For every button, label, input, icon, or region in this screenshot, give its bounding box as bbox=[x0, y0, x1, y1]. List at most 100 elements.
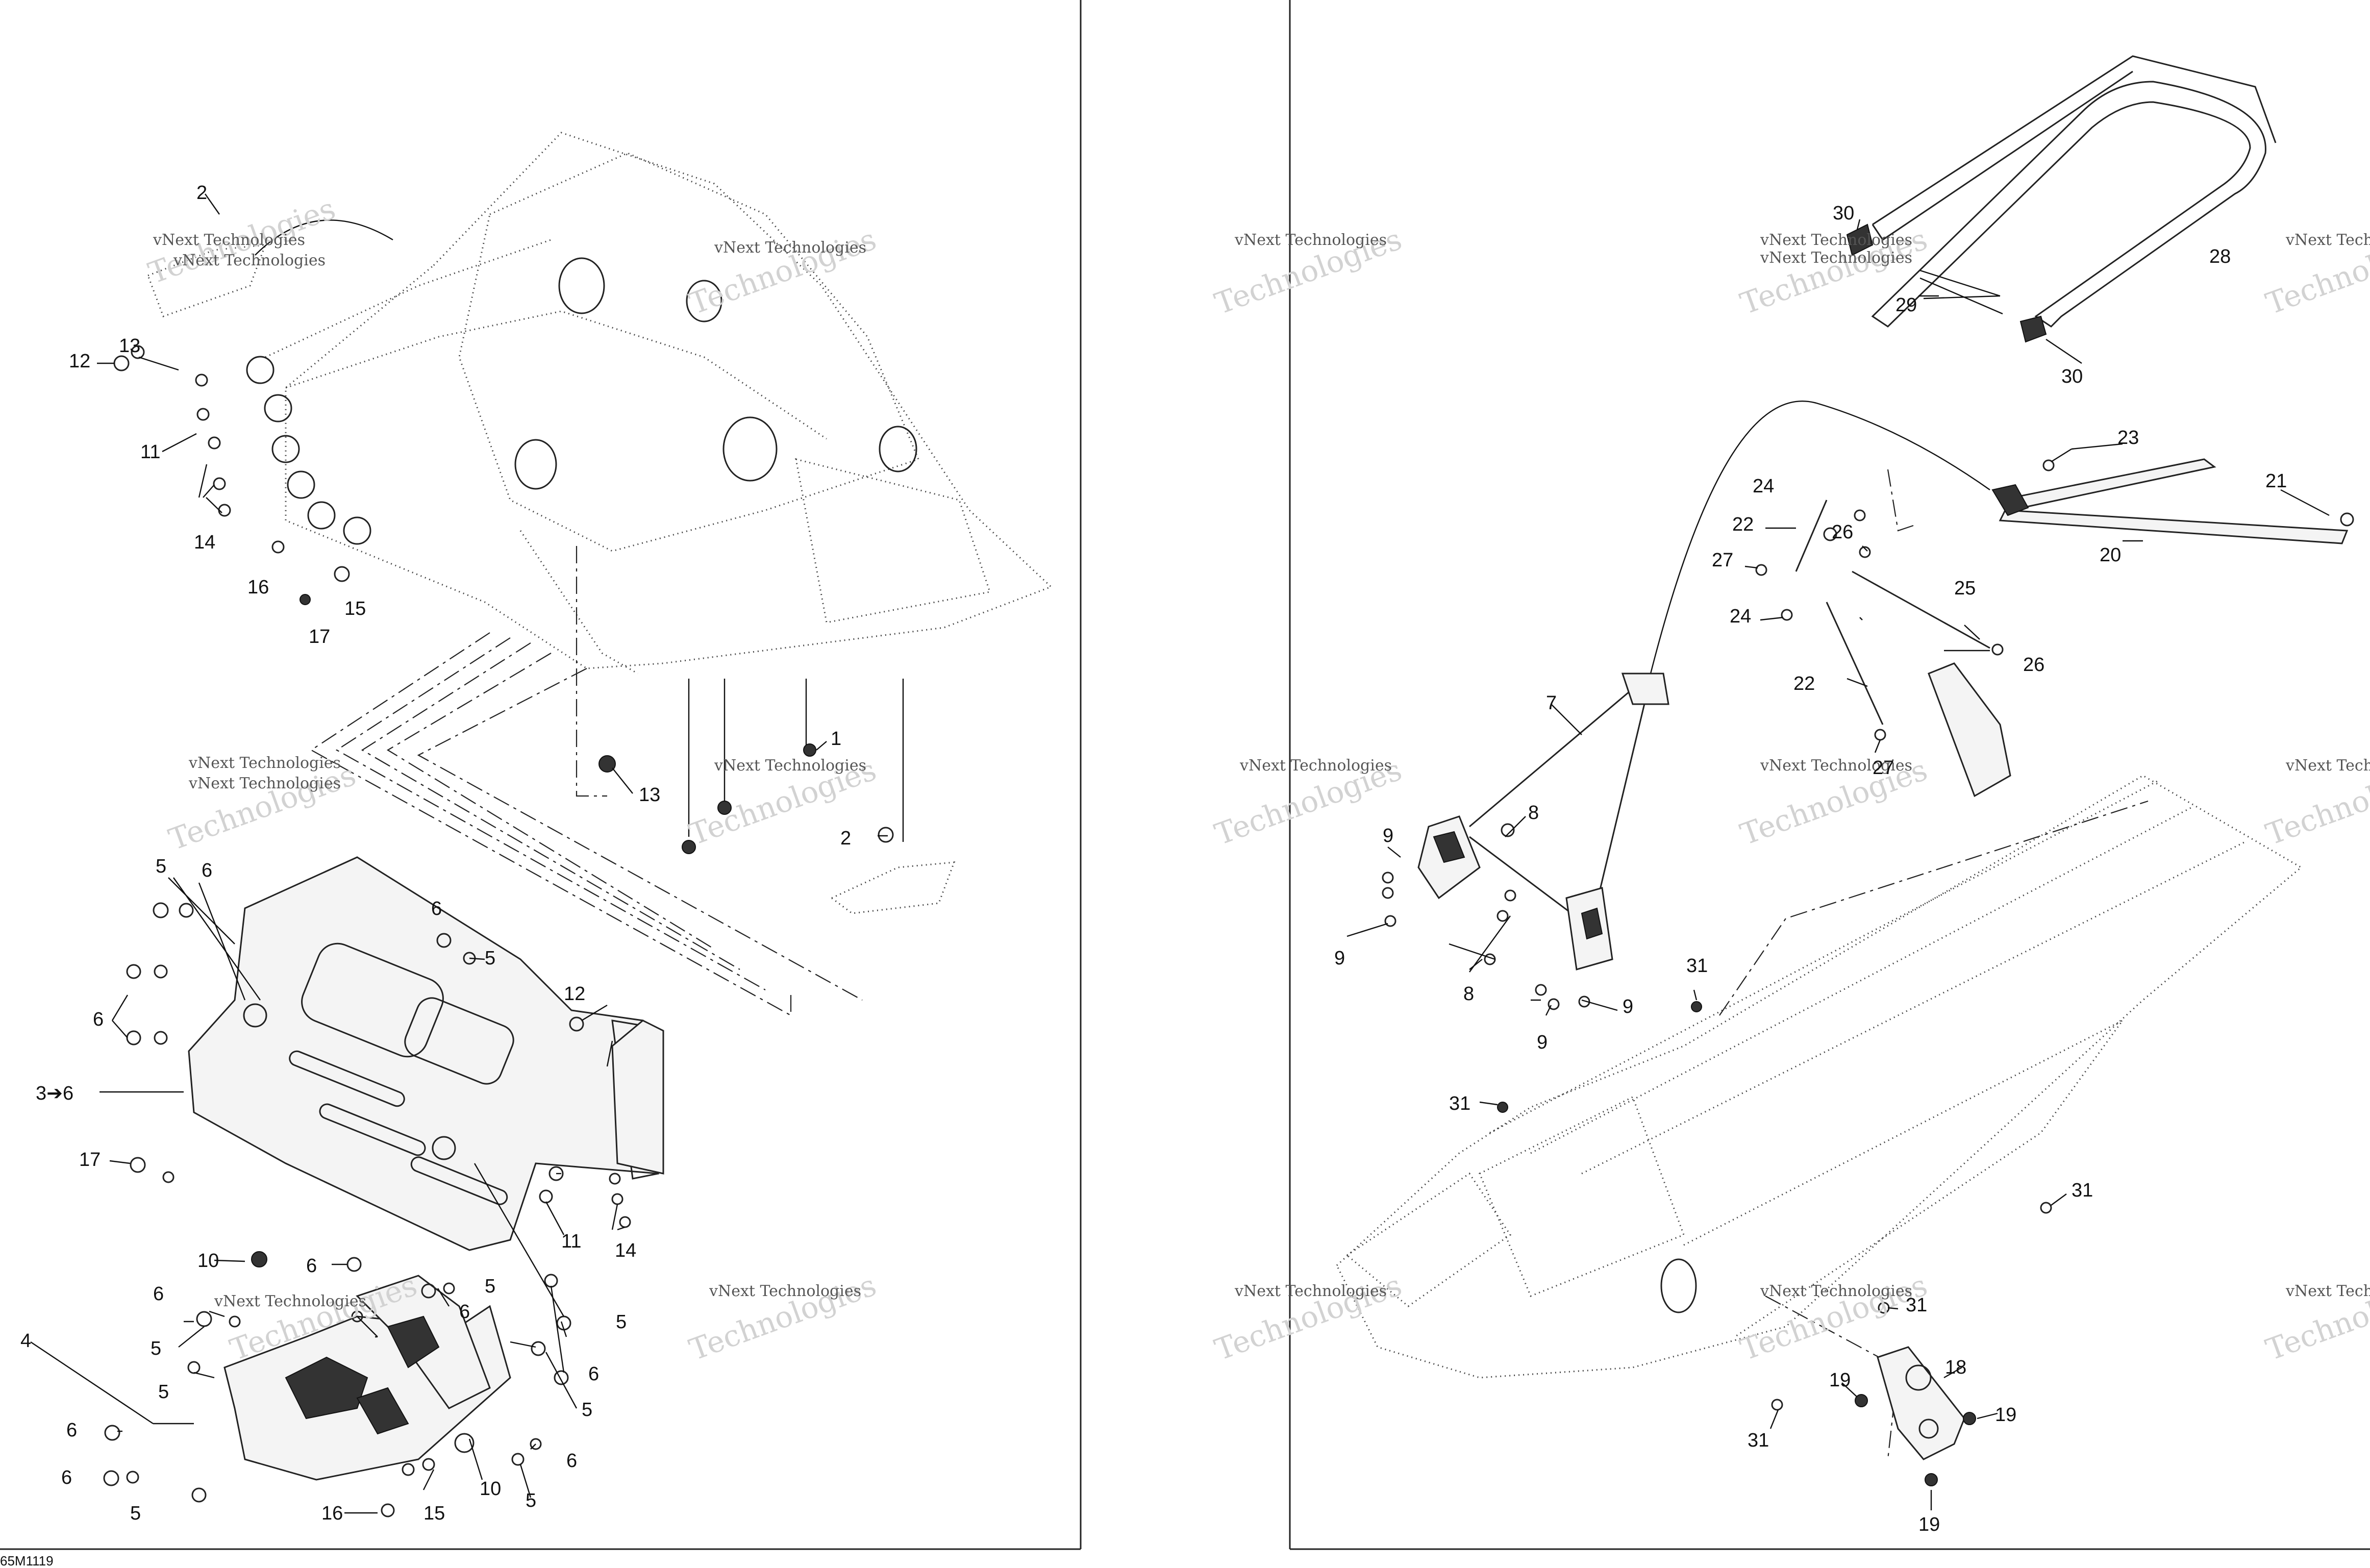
callout-6d: 6 bbox=[306, 1255, 317, 1277]
rear-bumper-bar bbox=[1991, 458, 2349, 544]
svg-text:vNext Technologies: vNext Technologies bbox=[188, 775, 341, 792]
callout-10: 10 bbox=[197, 1250, 219, 1272]
assembly-lines-left bbox=[310, 546, 904, 1016]
callout-13b: 13 bbox=[639, 784, 660, 806]
callout-9d: 9 bbox=[1537, 1032, 1548, 1053]
svg-text:vNext Technologies: vNext Technologies bbox=[173, 252, 326, 269]
callout-30b: 30 bbox=[2061, 366, 2083, 387]
callout-16b: 16 bbox=[321, 1503, 343, 1524]
callout-5d: 5 bbox=[151, 1338, 161, 1359]
end-cap-upper bbox=[1846, 223, 1874, 256]
callout-9: 9 bbox=[1383, 825, 1393, 847]
callout-5h: 5 bbox=[130, 1503, 141, 1524]
svg-text:vNext Technologies: vNext Technologies bbox=[1760, 231, 1912, 249]
callout-6e: 6 bbox=[153, 1283, 164, 1305]
svg-text:vNext Technologies: vNext Technologies bbox=[714, 757, 866, 775]
callout-5e: 5 bbox=[616, 1311, 627, 1333]
callout-24: 24 bbox=[1753, 476, 1774, 497]
tunnel-dash bbox=[1719, 800, 2149, 1016]
callout-12: 12 bbox=[69, 351, 90, 372]
svg-text:vNext Technologies: vNext Technologies bbox=[2285, 231, 2370, 249]
callout-26: 26 bbox=[1832, 521, 1853, 543]
lower-support-assembly bbox=[223, 1275, 511, 1481]
callout-6c: 6 bbox=[93, 1009, 104, 1030]
callout-31b: 31 bbox=[1449, 1093, 1470, 1114]
callouts-right: 30 28 29 30 23 21 24 22 26 20 27 25 24 2… bbox=[1334, 203, 2287, 1535]
callout-27: 27 bbox=[1712, 550, 1733, 571]
leader-lines-left bbox=[30, 193, 888, 1514]
callout-6b: 6 bbox=[431, 898, 442, 919]
assembly-dash-right bbox=[1887, 469, 1914, 532]
svg-text:Technologies: Technologies bbox=[164, 757, 360, 857]
callout-2b: 2 bbox=[840, 828, 851, 849]
callout-5b: 5 bbox=[485, 948, 495, 969]
callout-31d: 31 bbox=[1906, 1295, 1927, 1316]
callout-5f: 5 bbox=[158, 1381, 169, 1403]
rear-links bbox=[1795, 500, 2011, 798]
fasteners-right bbox=[1382, 459, 2354, 1486]
callout-3-6: 3➔6 bbox=[36, 1083, 73, 1104]
callout-27b: 27 bbox=[1873, 757, 1894, 779]
callout-6: 6 bbox=[202, 860, 212, 881]
svg-text:Technologies: Technologies bbox=[685, 221, 881, 321]
footrest-lower bbox=[830, 861, 956, 914]
callout-14: 14 bbox=[194, 532, 215, 553]
callout-24b: 24 bbox=[1730, 606, 1751, 627]
callout-19b: 19 bbox=[1995, 1404, 2016, 1426]
callout-8b: 8 bbox=[1463, 983, 1474, 1005]
callout-6g: 6 bbox=[588, 1363, 599, 1385]
svg-text:vNext Technologies: vNext Technologies bbox=[188, 754, 341, 772]
callout-17: 17 bbox=[309, 626, 330, 648]
callout-21: 21 bbox=[2265, 470, 2287, 492]
callout-9c: 9 bbox=[1623, 996, 1633, 1017]
callout-31: 31 bbox=[1686, 955, 1708, 977]
callout-12b: 12 bbox=[564, 983, 585, 1005]
grab-handle bbox=[1871, 55, 2277, 328]
callout-19c: 19 bbox=[1918, 1514, 1940, 1535]
callout-5i: 5 bbox=[526, 1490, 536, 1511]
svg-text:vNext Technologies: vNext Technologies bbox=[1760, 1282, 1912, 1300]
callout-7: 7 bbox=[1546, 692, 1557, 714]
upper-chassis-frame bbox=[246, 132, 1053, 675]
svg-text:vNext Technologies: vNext Technologies bbox=[2285, 1282, 2370, 1300]
bracket-side bbox=[611, 1019, 664, 1175]
callout-9b: 9 bbox=[1334, 948, 1345, 969]
callout-29: 29 bbox=[1895, 294, 1917, 316]
callout-25: 25 bbox=[1954, 578, 1976, 599]
callout-5c: 5 bbox=[485, 1276, 495, 1297]
callout-4: 4 bbox=[20, 1330, 31, 1352]
callout-11: 11 bbox=[140, 441, 160, 463]
lower-chassis-panel bbox=[188, 856, 659, 1251]
svg-text:vNext Technologies: vNext Technologies bbox=[2285, 757, 2370, 775]
callout-18: 18 bbox=[1945, 1357, 1966, 1378]
end-cap-lower bbox=[2019, 315, 2047, 343]
callout-5g: 5 bbox=[582, 1399, 592, 1421]
callout-20: 20 bbox=[2100, 544, 2121, 566]
svg-text:vNext Technologies: vNext Technologies bbox=[153, 231, 305, 249]
svg-text:vNext Technologies: vNext Technologies bbox=[709, 1282, 861, 1300]
svg-text:vNext Technologies: vNext Technologies bbox=[1760, 757, 1912, 775]
callout-6f: 6 bbox=[459, 1301, 470, 1323]
leader-lines-right bbox=[1346, 219, 2330, 1510]
arrow-footrest-upper bbox=[255, 219, 393, 256]
callouts-left: 2 13 12 11 14 16 15 17 1 13 2 5 6 6 5 6 … bbox=[20, 182, 851, 1524]
callout-6j: 6 bbox=[61, 1467, 72, 1488]
svg-text:vNext Technologies: vNext Technologies bbox=[1239, 757, 1392, 775]
callout-31c: 31 bbox=[2072, 1180, 2093, 1201]
assembly-curve-right bbox=[1647, 400, 1990, 684]
callout-10b: 10 bbox=[480, 1478, 501, 1500]
diagram-code: 65M1119 bbox=[0, 1553, 54, 1568]
svg-text:vNext Technologies: vNext Technologies bbox=[714, 239, 866, 257]
svg-text:vNext Technologies: vNext Technologies bbox=[214, 1292, 366, 1310]
callout-5: 5 bbox=[156, 856, 166, 877]
callout-22b: 22 bbox=[1793, 673, 1815, 694]
callout-6h: 6 bbox=[66, 1420, 77, 1441]
svg-text:vNext Technologies: vNext Technologies bbox=[1234, 231, 1387, 249]
callout-30: 30 bbox=[1833, 203, 1854, 224]
tunnel-frame bbox=[1336, 775, 2303, 1379]
callout-1: 1 bbox=[831, 728, 841, 750]
svg-text:vNext Technologies: vNext Technologies bbox=[1234, 1282, 1387, 1300]
callout-19: 19 bbox=[1829, 1370, 1851, 1391]
svg-text:vNext Technologies: vNext Technologies bbox=[1760, 249, 1912, 267]
